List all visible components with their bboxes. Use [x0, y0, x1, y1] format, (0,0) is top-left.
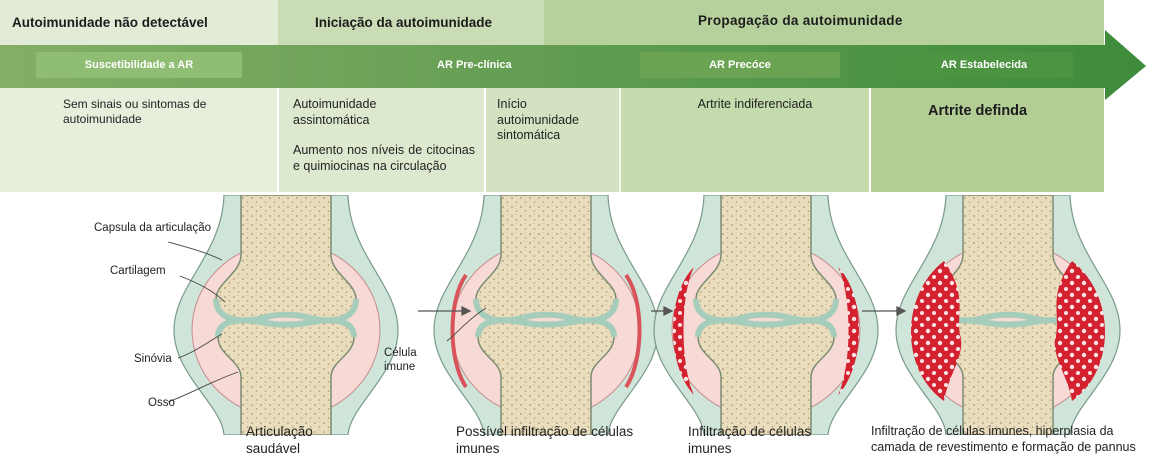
- label-cartilage: Cartilagem: [110, 264, 166, 278]
- stage-established: AR Estabelecida: [895, 59, 1073, 71]
- phase-propagation: Propagação da autoimunidade: [698, 13, 903, 28]
- label-capsule: Capsula da articulação: [94, 221, 211, 235]
- phase-initiation: Iniciação da autoimunidade: [315, 15, 492, 30]
- caption-infiltration: Infiltração de células imunes: [688, 423, 838, 457]
- stage-early: AR Precóce: [640, 59, 840, 71]
- desc-no-signs: Sem sinais ou sintomas de autoimunidade: [63, 97, 243, 127]
- desc-defined: Artrite definda: [928, 103, 1027, 119]
- infiltration-joint: [654, 195, 878, 435]
- desc-symptomatic: Início autoimunidade sintomática: [497, 97, 607, 144]
- established-joint: [896, 195, 1120, 435]
- desc-undifferentiated: Artrite indiferenciada: [695, 97, 815, 113]
- caption-hyperplasia: Infiltração de células imunes, hiperplas…: [871, 423, 1143, 455]
- desc-cytokines: Aumento nos níveis de citocinas e quimio…: [293, 143, 475, 174]
- stage-preclinical: AR Pre-clínica: [437, 59, 512, 71]
- caption-possible-infiltration: Possível infiltração de células imunes: [456, 423, 671, 457]
- phase-undetectable: Autoimunidade não detectável: [12, 15, 208, 30]
- desc-asymptomatic: Autoimunidade assintomática: [293, 97, 393, 128]
- label-synovium: Sinóvia: [134, 352, 172, 366]
- label-bone: Osso: [148, 396, 175, 410]
- caption-healthy: Articulação saudável: [246, 423, 346, 457]
- label-immune-cell: Célula imune: [384, 346, 430, 374]
- possible-infiltration-joint: [434, 195, 658, 435]
- stage-susceptibility: Suscetibilidade a AR: [36, 59, 242, 71]
